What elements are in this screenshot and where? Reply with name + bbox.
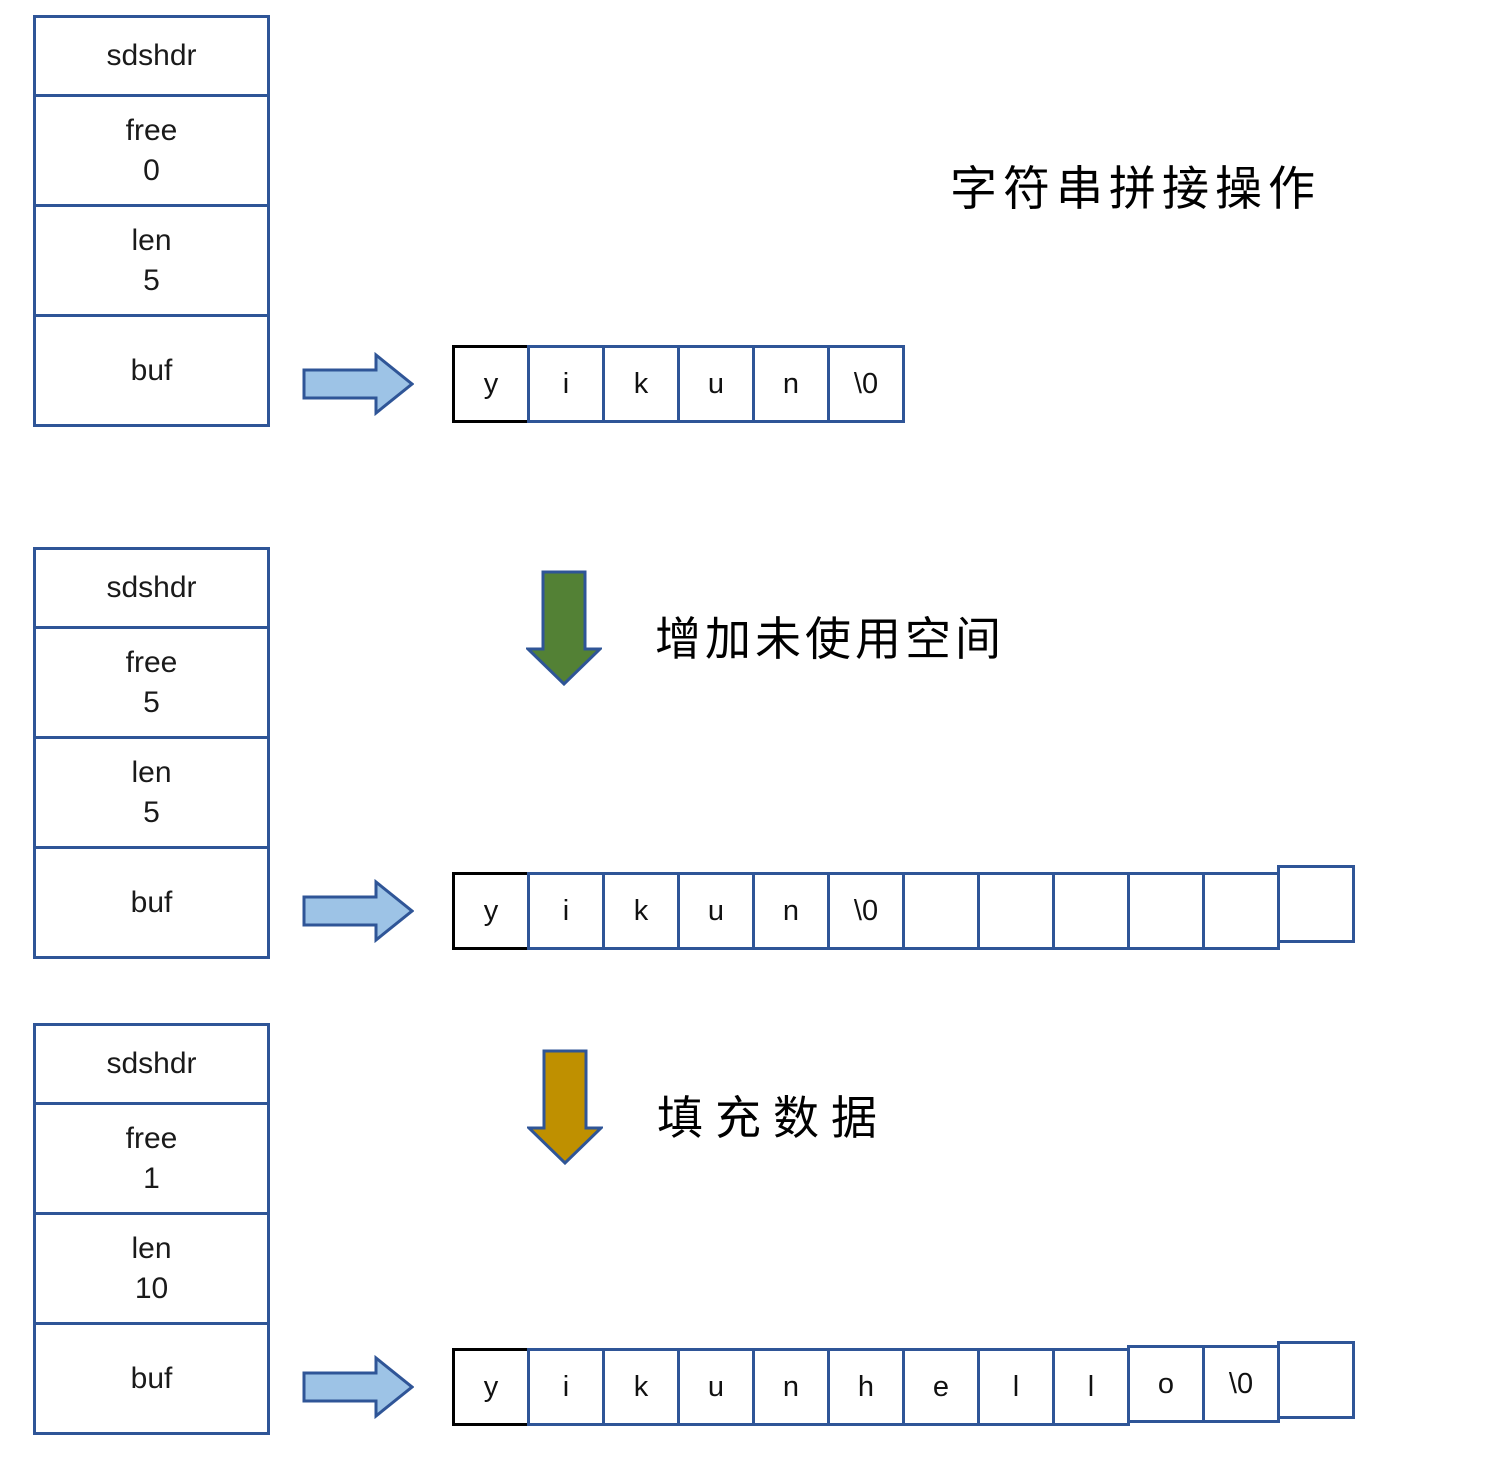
buffer-cell	[1277, 1341, 1355, 1419]
buffer-cell	[1277, 865, 1355, 943]
buffer-cell: u	[677, 345, 755, 423]
buffer-cell: y	[452, 345, 530, 423]
field-value: 5	[143, 263, 160, 297]
buffer-cell: u	[677, 872, 755, 950]
field-value: 1	[143, 1161, 160, 1195]
field-value: 5	[143, 795, 160, 829]
buffer-cell: n	[752, 872, 830, 950]
buffer-cell: \0	[1202, 1345, 1280, 1423]
buffer-cell: y	[452, 1348, 530, 1426]
buffer-cell: k	[602, 872, 680, 950]
buffer-cell: \0	[827, 872, 905, 950]
sdshdr-struct-stage1: sdshdr free 0 len 5 buf	[33, 15, 270, 427]
buffer-cell	[1127, 872, 1205, 950]
field-label: len	[131, 755, 172, 789]
field-label: free	[125, 113, 178, 147]
buffer-row-stage1: y i k u n \0	[452, 345, 905, 423]
buffer-cell	[1202, 872, 1280, 950]
field-len: len 5	[36, 736, 267, 846]
buffer-cell: l	[977, 1348, 1055, 1426]
buffer-cell: h	[827, 1348, 905, 1426]
step-down-arrow-icon	[526, 570, 602, 686]
field-label: buf	[130, 1361, 173, 1395]
page-title: 字符串拼接操作	[950, 162, 1321, 215]
field-buf: buf	[36, 1322, 267, 1432]
buffer-cell: e	[902, 1348, 980, 1426]
field-buf: buf	[36, 314, 267, 424]
field-label: free	[125, 645, 178, 679]
field-value: 0	[143, 153, 160, 187]
buffer-cell: k	[602, 345, 680, 423]
buffer-cell: i	[527, 1348, 605, 1426]
buffer-cell: l	[1052, 1348, 1130, 1426]
buffer-cell: k	[602, 1348, 680, 1426]
buf-pointer-arrow-icon	[302, 879, 414, 943]
field-free: free 5	[36, 626, 267, 736]
field-label: len	[131, 1231, 172, 1265]
buf-pointer-arrow-icon	[302, 1355, 414, 1419]
field-value: 10	[134, 1271, 169, 1305]
step2-label: 填充数据	[657, 1092, 889, 1144]
buffer-cell: y	[452, 872, 530, 950]
buf-pointer-arrow-icon	[302, 352, 414, 416]
buffer-cell: \0	[827, 345, 905, 423]
buffer-cell: n	[752, 345, 830, 423]
field-free: free 1	[36, 1102, 267, 1212]
field-value: 5	[143, 685, 160, 719]
buffer-cell	[1052, 872, 1130, 950]
struct-title: sdshdr	[36, 1026, 267, 1102]
buffer-cell	[902, 872, 980, 950]
sdshdr-struct-stage2: sdshdr free 5 len 5 buf	[33, 547, 270, 959]
field-label: free	[125, 1121, 178, 1155]
buffer-cell: o	[1127, 1345, 1205, 1423]
buffer-cell: i	[527, 872, 605, 950]
field-label: buf	[130, 353, 173, 387]
buffer-cell: u	[677, 1348, 755, 1426]
struct-title: sdshdr	[36, 18, 267, 94]
sdshdr-struct-stage3: sdshdr free 1 len 10 buf	[33, 1023, 270, 1435]
buffer-cell	[977, 872, 1055, 950]
step-down-arrow-icon	[527, 1049, 603, 1165]
buffer-cell: i	[527, 345, 605, 423]
field-label: len	[131, 223, 172, 257]
struct-title: sdshdr	[36, 550, 267, 626]
buffer-row-stage2: y i k u n \0	[452, 865, 1355, 950]
field-label: buf	[130, 885, 173, 919]
buffer-cell: n	[752, 1348, 830, 1426]
field-len: len 5	[36, 204, 267, 314]
field-free: free 0	[36, 94, 267, 204]
step1-label: 增加未使用空间	[655, 613, 1005, 665]
field-buf: buf	[36, 846, 267, 956]
field-len: len 10	[36, 1212, 267, 1322]
buffer-row-stage3: y i k u n h e l l o \0	[452, 1341, 1355, 1426]
